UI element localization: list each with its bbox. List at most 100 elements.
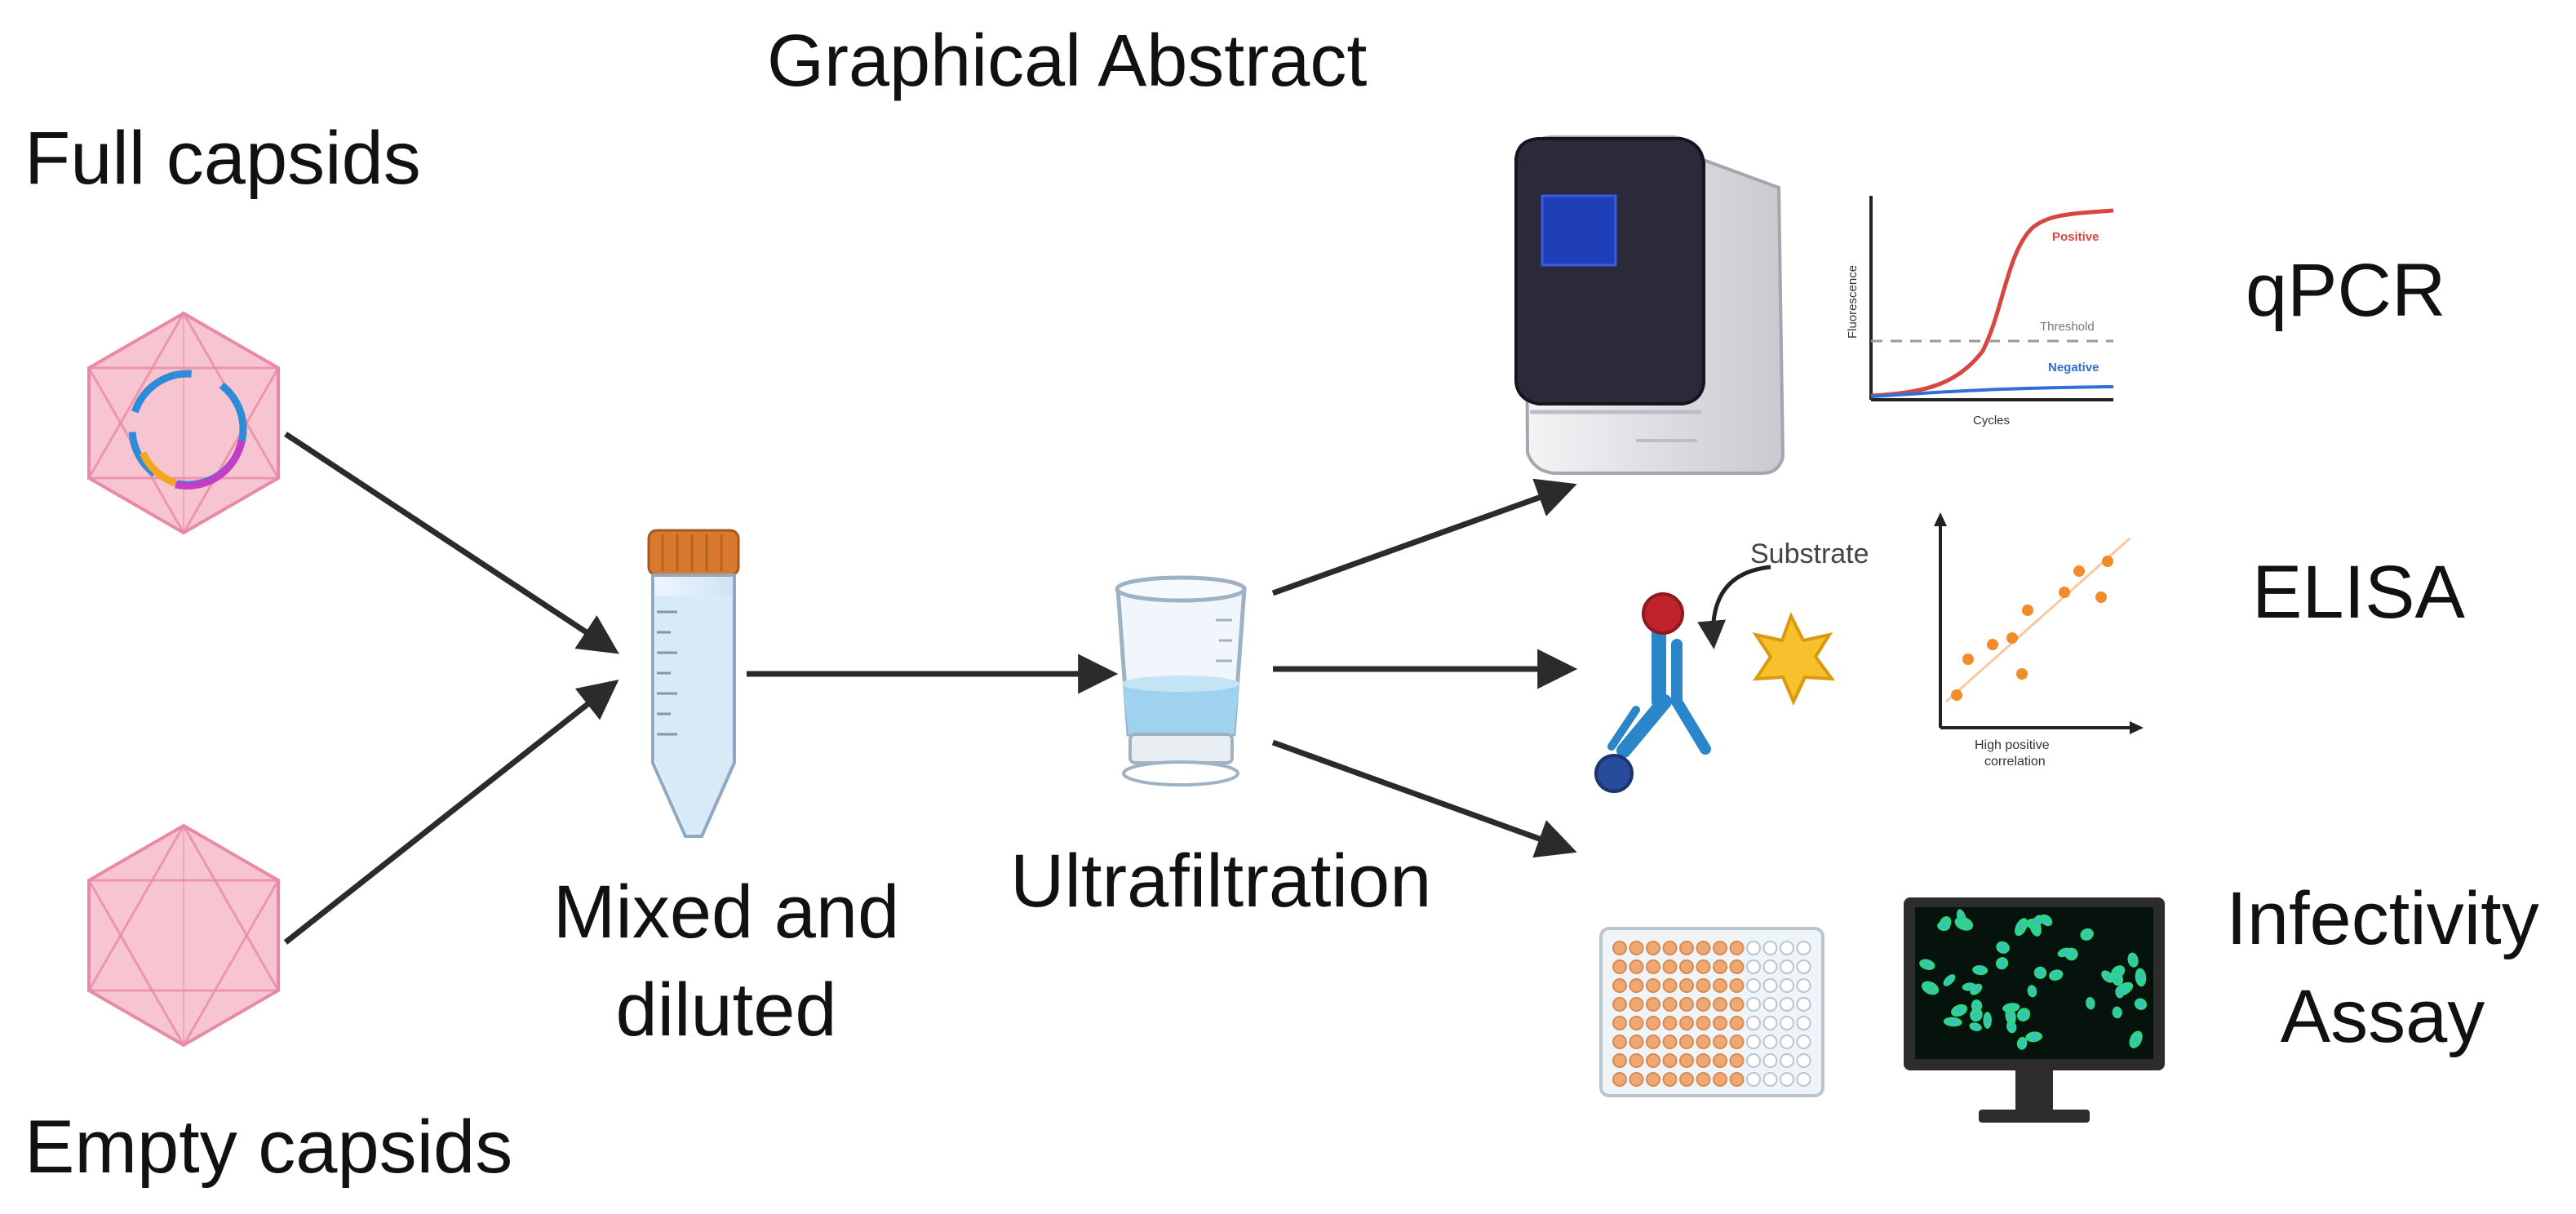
plate-well xyxy=(1796,1053,1811,1068)
plate-well xyxy=(1762,1053,1778,1068)
correlation-label-line1: High positive xyxy=(1975,738,2050,752)
cell-nucleus xyxy=(1973,1024,1979,1030)
qpcr-amplification-plot: Positive Threshold Negative Cycles Fluor… xyxy=(1846,196,2114,428)
plate-well xyxy=(1729,1072,1745,1087)
plate-well xyxy=(1679,997,1694,1012)
cell-nucleus xyxy=(2117,990,2122,995)
plate-well xyxy=(1729,1053,1745,1068)
qpcr-machine-icon xyxy=(1514,135,1785,475)
plate-well xyxy=(1713,978,1727,993)
scatter-point xyxy=(2102,556,2113,567)
cell-nucleus xyxy=(1974,1003,1980,1008)
scatter-point xyxy=(1951,689,1962,701)
plate-well xyxy=(1729,997,1745,1012)
plate-well xyxy=(1762,997,1778,1012)
plate-well xyxy=(1662,978,1678,993)
plate-well xyxy=(1780,1035,1794,1049)
cell-nucleus xyxy=(1950,1019,1956,1025)
cell-nucleus xyxy=(2000,945,2006,950)
plate-well xyxy=(1662,1053,1678,1068)
plate-well xyxy=(1746,997,1761,1012)
plate-well xyxy=(1762,941,1778,955)
plate-well xyxy=(1713,941,1727,955)
mixed-diluted-label-line1: Mixed and xyxy=(552,871,900,954)
cell-nucleus xyxy=(1924,962,1930,968)
plate-well xyxy=(1713,1035,1727,1049)
plate-well xyxy=(1780,978,1794,993)
plate-well xyxy=(1629,997,1644,1012)
plate-well xyxy=(1679,978,1694,993)
product-star xyxy=(1752,611,1836,706)
ultrafiltration-label: Ultrafiltration xyxy=(1010,840,1432,923)
cell-nucleus xyxy=(1941,924,1947,929)
plate-well xyxy=(1713,1072,1727,1087)
cell-nucleus xyxy=(1999,960,2005,966)
scatter-point xyxy=(2073,565,2085,577)
plate-well xyxy=(1796,997,1811,1012)
cell-nucleus xyxy=(2138,1001,2144,1007)
plate-well xyxy=(1746,959,1761,974)
plate-well xyxy=(1612,978,1627,993)
qpcr-xlabel: Cycles xyxy=(1973,414,2010,428)
cell-nucleus xyxy=(1957,1008,1962,1013)
plate-well xyxy=(1696,941,1711,955)
plate-well xyxy=(1746,941,1761,955)
plate-well xyxy=(1696,997,1711,1012)
cell-nucleus xyxy=(2019,924,2024,930)
scatter-point xyxy=(1987,639,1998,650)
plate-well xyxy=(1729,959,1745,974)
plate-well xyxy=(1780,941,1794,955)
cell-nucleus xyxy=(2009,1024,2015,1030)
plate-well xyxy=(1696,1035,1711,1049)
plate-well xyxy=(1679,1016,1694,1030)
plate-well xyxy=(1746,1053,1761,1068)
cell-nucleus xyxy=(2008,1013,2014,1019)
cell-nucleus xyxy=(2053,973,2059,978)
cell-nucleus xyxy=(2031,1034,2037,1039)
plate-well xyxy=(1780,1072,1794,1087)
plate-well xyxy=(1729,941,1745,955)
plate-well xyxy=(1629,1053,1644,1068)
scatter-points xyxy=(1951,556,2113,701)
plate-well xyxy=(1796,941,1811,955)
scatter-point xyxy=(2095,591,2107,603)
plate-well xyxy=(1646,997,1660,1012)
cell-nucleus xyxy=(1958,915,1964,920)
infectivity-assay-label-line2: Assay xyxy=(2280,975,2485,1058)
plate-well xyxy=(1762,1016,1778,1030)
plate-well xyxy=(1729,1016,1745,1030)
arrow-to-qpcr xyxy=(1271,478,1577,596)
plate-well xyxy=(1679,1072,1694,1087)
cell-nucleus xyxy=(2130,957,2136,963)
cell-nucleus xyxy=(2114,1009,2120,1015)
figure-title: Graphical Abstract xyxy=(767,20,1368,102)
scatter-point xyxy=(1962,654,1974,665)
well-plate-icon xyxy=(1599,927,1824,1097)
scatter-point xyxy=(2016,668,2028,680)
plate-well xyxy=(1662,941,1678,955)
plate-well xyxy=(1662,1016,1678,1030)
microscope-monitor-icon xyxy=(1904,897,2165,1123)
arrow-full-to-tube xyxy=(284,432,619,654)
qpcr-negative-label: Negative xyxy=(2048,361,2099,374)
cell-nucleus xyxy=(1966,984,1972,990)
cell-nucleus xyxy=(1947,977,1953,983)
plate-well xyxy=(1780,1053,1794,1068)
plate-well xyxy=(1646,1072,1660,1087)
cell-nucleus xyxy=(1977,968,1983,973)
plate-well xyxy=(1612,941,1627,955)
plate-well xyxy=(1713,1053,1727,1068)
cell-nucleus xyxy=(2138,974,2144,980)
plate-well xyxy=(1646,1035,1660,1049)
plate-well xyxy=(1612,1072,1627,1087)
qpcr-label: qPCR xyxy=(2246,249,2446,332)
plate-well xyxy=(1646,978,1660,993)
fluorescent-cells xyxy=(1919,909,2148,1050)
cell-nucleus xyxy=(2105,974,2111,980)
flow-arrows xyxy=(283,432,1578,945)
qpcr-positive-label: Positive xyxy=(2052,230,2099,244)
plate-well xyxy=(1796,959,1811,974)
cell-nucleus xyxy=(2020,1040,2025,1046)
cell-nucleus xyxy=(2043,917,2049,923)
